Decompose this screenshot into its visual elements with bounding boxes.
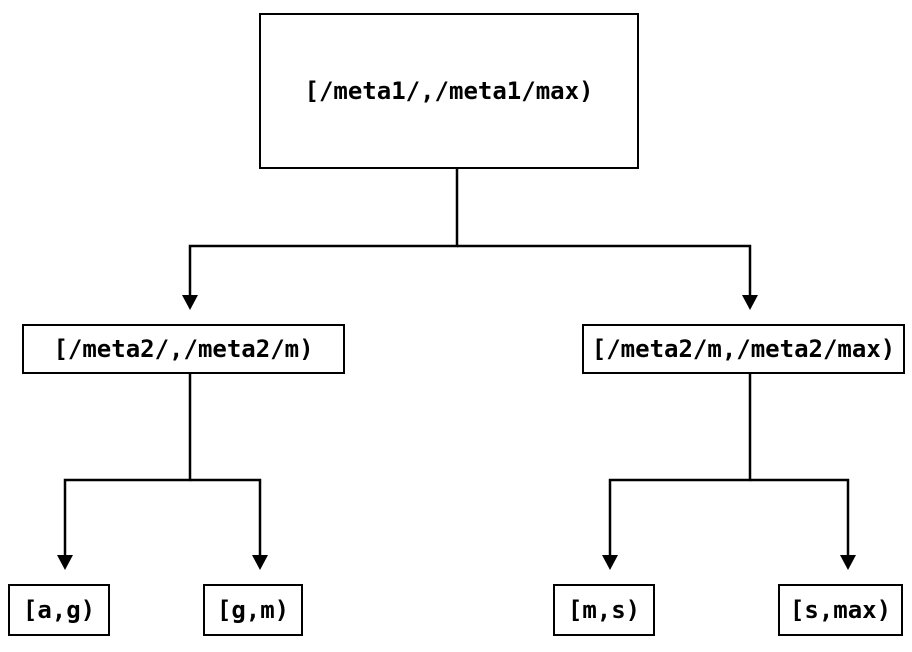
node-leaf-smax: [s,max) bbox=[778, 584, 903, 636]
arrowhead-icon bbox=[602, 555, 618, 570]
node-meta2-high-interval: [/meta2/m,/meta2/max) bbox=[582, 324, 905, 374]
edge-root-to-meta2-high bbox=[457, 244, 752, 296]
arrowhead-icon bbox=[252, 555, 268, 570]
arrowhead-icon bbox=[57, 555, 73, 570]
edge-root-to-meta2-low bbox=[188, 169, 459, 296]
edge-meta2-high-to-leaf-smax bbox=[750, 478, 850, 556]
edge-meta2-high-to-leaf-ms bbox=[608, 374, 752, 556]
node-root-interval: [/meta1/,/meta1/max) bbox=[259, 13, 639, 169]
edge-meta2-low-to-leaf-gm bbox=[190, 478, 262, 556]
node-leaf-ms: [m,s) bbox=[553, 584, 655, 636]
node-leaf-ag: [a,g) bbox=[8, 584, 110, 636]
arrowhead-icon bbox=[840, 555, 856, 570]
edge-meta2-low-to-leaf-ag bbox=[63, 374, 192, 556]
node-meta2-low-interval: [/meta2/,/meta2/m) bbox=[22, 324, 345, 374]
arrowhead-icon bbox=[742, 295, 758, 310]
arrowhead-icon bbox=[182, 295, 198, 310]
node-leaf-gm: [g,m) bbox=[203, 584, 303, 636]
